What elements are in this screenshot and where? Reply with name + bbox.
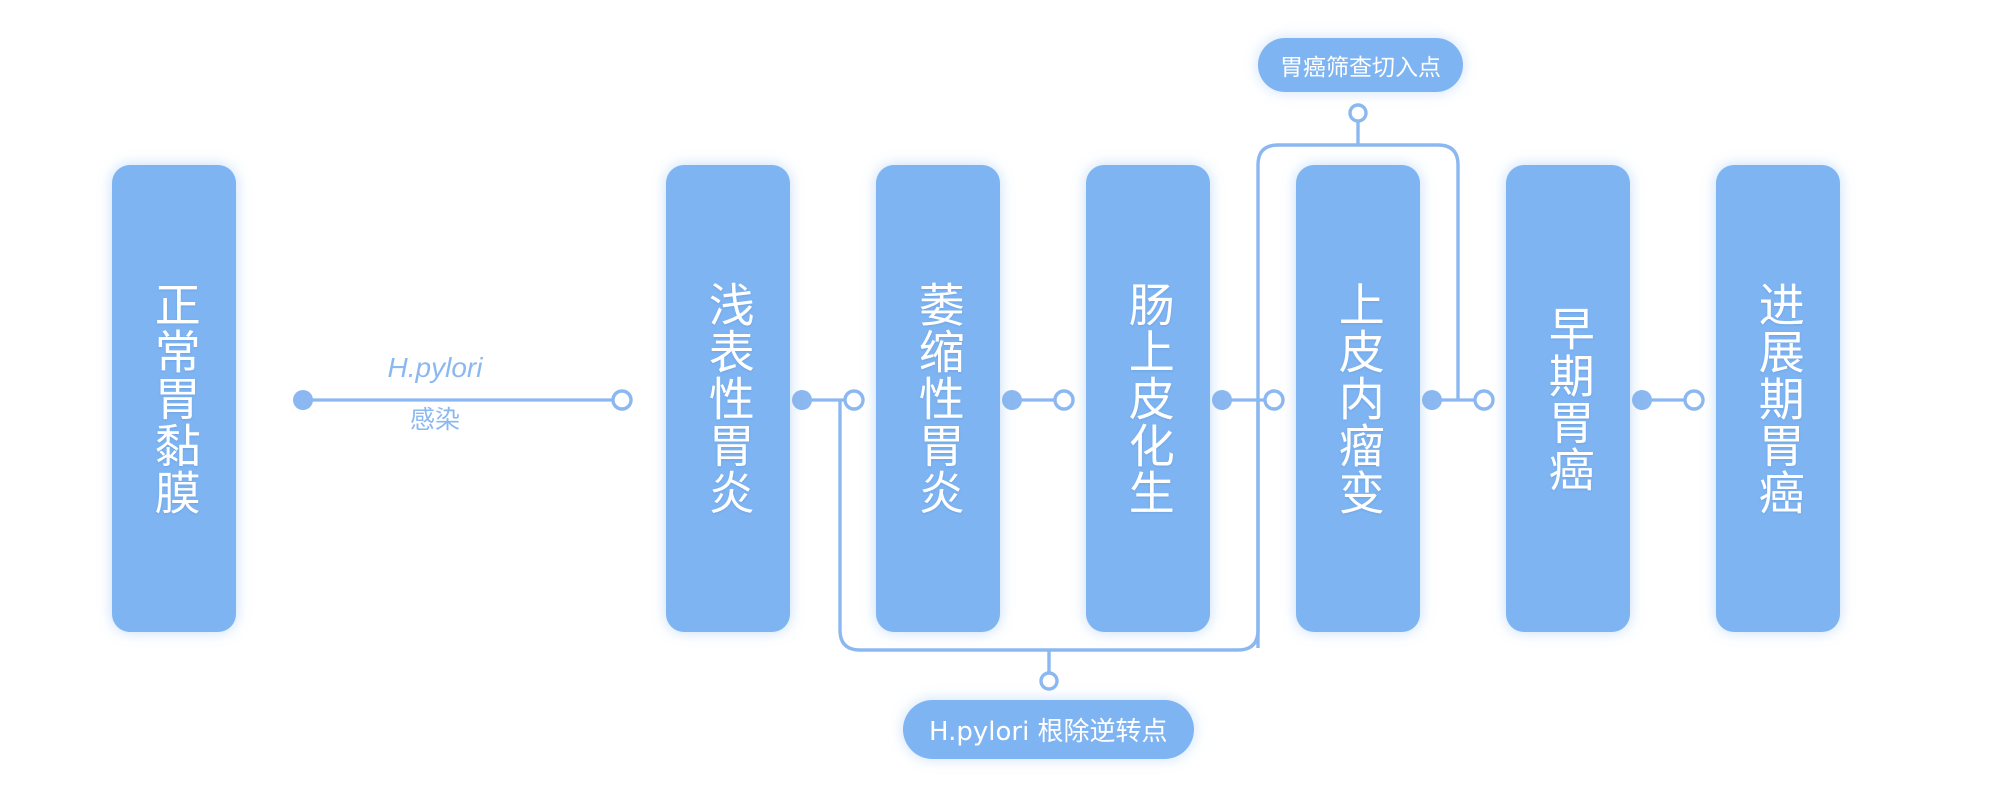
node-label: 萎缩性胃炎 bbox=[911, 281, 966, 516]
node-intestinal-metaplasia[interactable]: 肠上皮化生 bbox=[1086, 165, 1210, 632]
edge-end-ring bbox=[611, 389, 633, 411]
node-label: 浅表性胃炎 bbox=[701, 281, 756, 516]
annotation-pill-label: H.pylori 根除逆转点 bbox=[929, 717, 1168, 747]
node-label: 肠上皮化生 bbox=[1121, 281, 1176, 516]
screening-anchor-ring bbox=[1348, 103, 1368, 123]
edge-start-dot bbox=[1422, 390, 1442, 410]
node-advanced-gastric-cancer[interactable]: 进展期胃癌 bbox=[1716, 165, 1840, 632]
edge-start-dot bbox=[1002, 390, 1022, 410]
edge-superficial-to-atrophic bbox=[792, 389, 865, 411]
node-label: 进展期胃癌 bbox=[1751, 281, 1806, 516]
edge-start-dot bbox=[293, 390, 313, 410]
edge-label-hpylori-infection: H.pylori 感染 bbox=[345, 352, 525, 436]
node-label: 早期胃癌 bbox=[1541, 304, 1596, 493]
edge-end-ring bbox=[1683, 389, 1705, 411]
edge-end-ring bbox=[1473, 389, 1495, 411]
edge-label-line-top: H.pylori bbox=[387, 352, 483, 383]
reversal-anchor-ring bbox=[1039, 671, 1059, 691]
node-early-gastric-cancer[interactable]: 早期胃癌 bbox=[1506, 165, 1630, 632]
node-atrophic-gastritis[interactable]: 萎缩性胃炎 bbox=[876, 165, 1000, 632]
edge-end-ring bbox=[1263, 389, 1285, 411]
node-intraepithelial-neoplasia[interactable]: 上皮内瘤变 bbox=[1296, 165, 1420, 632]
annotation-pill-screening-entry-point[interactable]: 胃癌筛查切入点 bbox=[1258, 38, 1463, 92]
edge-end-ring bbox=[843, 389, 865, 411]
edge-end-ring bbox=[1053, 389, 1075, 411]
node-superficial-gastritis[interactable]: 浅表性胃炎 bbox=[666, 165, 790, 632]
edge-metaplasia-to-neoplasia bbox=[1212, 389, 1285, 411]
edge-start-dot bbox=[1212, 390, 1232, 410]
annotation-pill-hpylori-eradication-reversal[interactable]: H.pylori 根除逆转点 bbox=[903, 700, 1194, 759]
edge-atrophic-to-metaplasia bbox=[1002, 389, 1075, 411]
edge-label-line-bottom: 感染 bbox=[409, 405, 460, 434]
node-normal-mucosa[interactable]: 正常胃黏膜 bbox=[112, 165, 236, 632]
node-label: 正常胃黏膜 bbox=[147, 281, 202, 516]
edge-start-dot bbox=[1632, 390, 1652, 410]
node-label: 上皮内瘤变 bbox=[1331, 281, 1386, 516]
edge-start-dot bbox=[792, 390, 812, 410]
edge-neoplasia-to-early bbox=[1422, 389, 1495, 411]
annotation-pill-label: 胃癌筛查切入点 bbox=[1280, 55, 1441, 81]
edge-early-to-advanced bbox=[1632, 389, 1705, 411]
